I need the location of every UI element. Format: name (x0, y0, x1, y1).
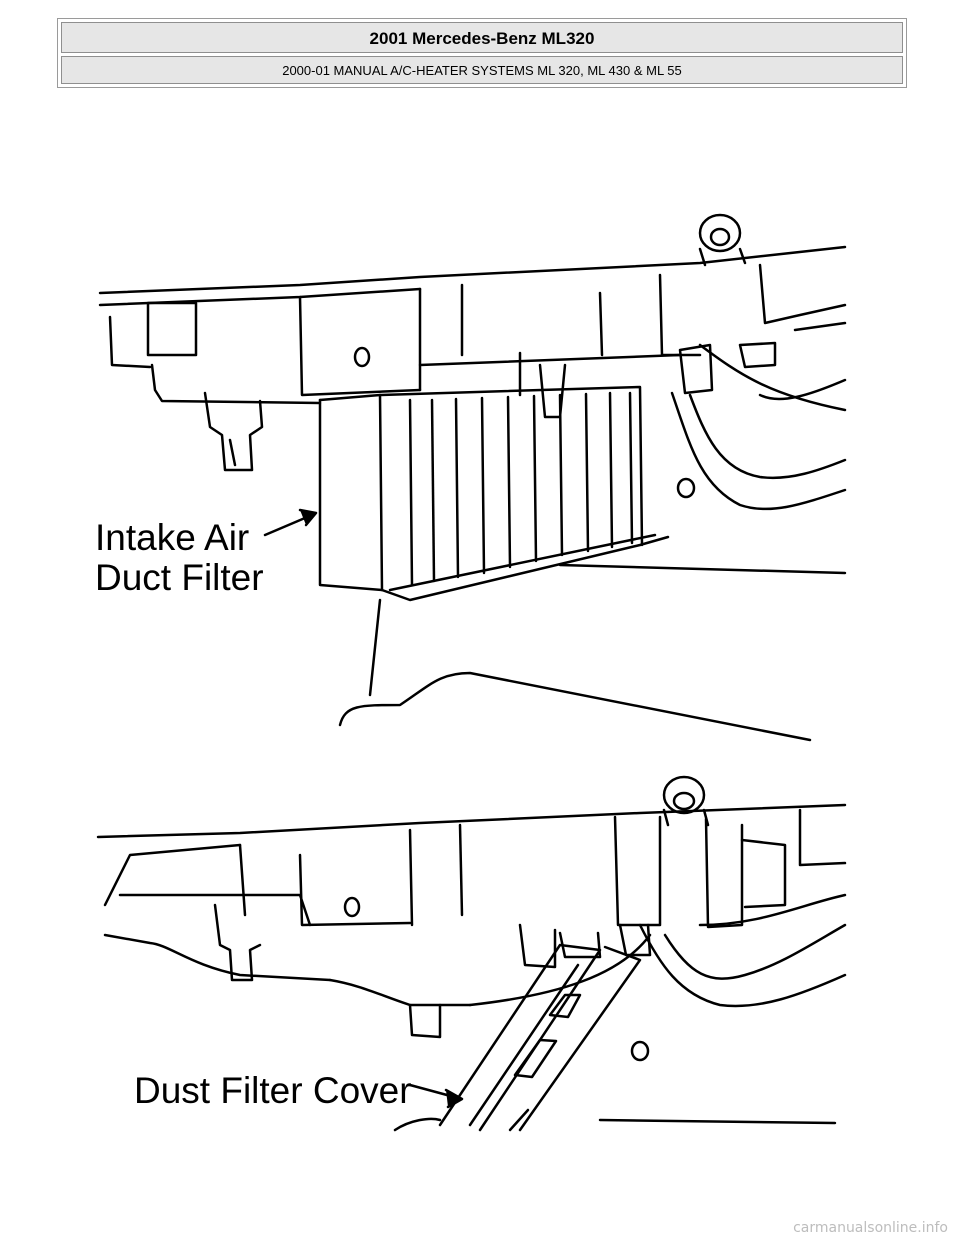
document-subtitle: 2000-01 MANUAL A/C-HEATER SYSTEMS ML 320… (61, 56, 903, 84)
document-title: 2001 Mercedes-Benz ML320 (61, 22, 903, 53)
callout-intake-line2: Duct Filter (95, 557, 264, 598)
filter-location-drawing: Intake Air Duct Filter Dust Filter Cover (95, 213, 847, 1132)
technical-illustration: Intake Air Duct Filter Dust Filter Cover (0, 205, 960, 1135)
lower-view-drawing (96, 775, 847, 1132)
callout-dust-filter-cover: Dust Filter Cover (134, 1070, 412, 1111)
upper-view-drawing (98, 213, 847, 742)
watermark: carmanualsonline.info (793, 1220, 948, 1236)
document-header: 2001 Mercedes-Benz ML320 2000-01 MANUAL … (57, 18, 907, 88)
callout-intake-line1: Intake Air (95, 517, 249, 558)
